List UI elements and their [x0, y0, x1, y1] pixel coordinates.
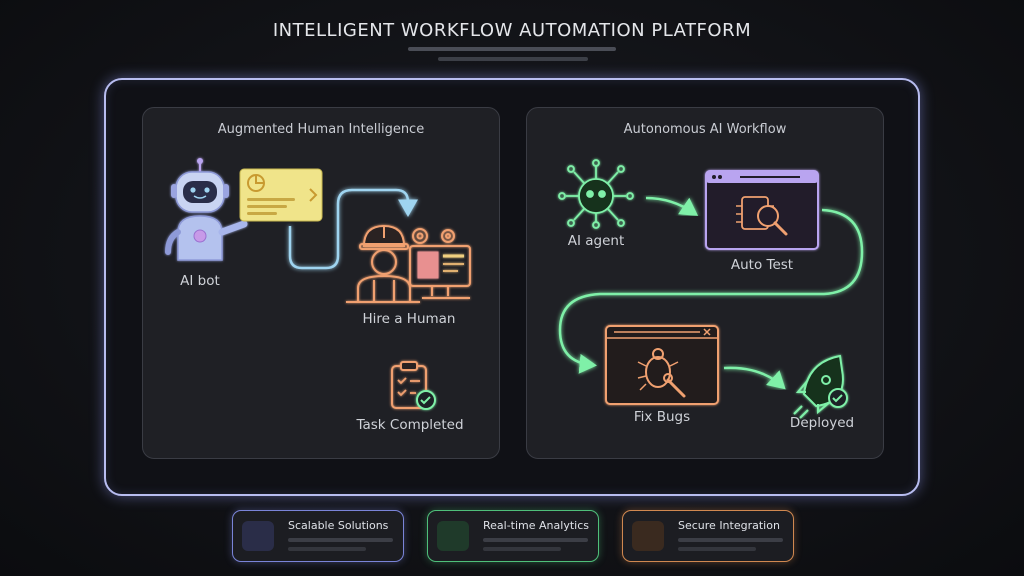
auto-test-icon: [705, 170, 819, 250]
hire-human-icon: [346, 224, 471, 303]
label-fix-bugs: Fix Bugs: [633, 409, 691, 425]
deployed-rocket-icon: [793, 354, 848, 419]
feature-card-scalable: Scalable Solutions: [232, 510, 404, 562]
feature-card-analytics: Real-time Analytics: [427, 510, 599, 562]
label-task-completed: Task Completed: [356, 417, 464, 433]
feature-label: Scalable Solutions: [288, 519, 389, 532]
ai-bot-icon: [165, 158, 248, 261]
label-deployed: Deployed: [789, 415, 855, 431]
feature-label: Secure Integration: [678, 519, 780, 532]
flow-line-bot-to-human: [288, 188, 418, 270]
label-auto-test: Auto Test: [730, 257, 794, 273]
panel-title-left: Augmented Human Intelligence: [217, 122, 425, 137]
feature-icon-bg: [437, 521, 469, 551]
feature-card-secure: Secure Integration: [622, 510, 794, 562]
fix-bugs-icon: [605, 325, 719, 405]
page-title: INTELLIGENT WORKFLOW AUTOMATION PLATFORM: [272, 20, 752, 41]
feature-icon-bg: [242, 521, 274, 551]
ai-agent-icon: [558, 159, 634, 229]
flow-arrow-agent-to-test: [645, 196, 699, 216]
title-underline: [408, 47, 616, 51]
label-ai-agent: AI agent: [567, 233, 625, 249]
panel-title-right: Autonomous AI Workflow: [623, 122, 787, 137]
label-ai-bot: AI bot: [180, 273, 220, 289]
feature-icon-bg: [632, 521, 664, 551]
task-completed-icon: [391, 361, 436, 410]
data-card-icon: [239, 168, 323, 222]
label-hire-human: Hire a Human: [362, 311, 456, 327]
flow-arrow-fix-to-deploy: [723, 366, 786, 390]
flow-line-test-to-fix: [558, 208, 864, 374]
augmented-human-panel: Augmented Human Intelligence: [142, 107, 500, 459]
title-underline-secondary: [438, 57, 588, 61]
feature-label: Real-time Analytics: [483, 519, 589, 532]
